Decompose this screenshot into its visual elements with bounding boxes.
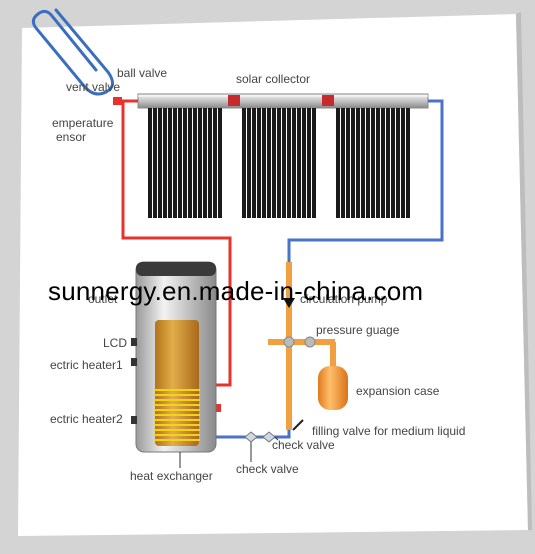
manifold-joint-1	[228, 95, 240, 106]
collector-tubes-2	[242, 108, 316, 218]
pressure-gauge-left	[283, 336, 295, 348]
lcd-label: LCD	[103, 336, 128, 350]
heater1-connector	[131, 358, 137, 366]
electric-heater2-label: ectric heater2	[50, 412, 123, 426]
lcd-connector	[131, 338, 137, 346]
filling-valve-label: filling valve for medium liquid	[312, 424, 466, 438]
collector-tubes-1	[148, 108, 222, 218]
heat-exchanger-coil	[154, 389, 200, 441]
paper-shadow	[516, 12, 532, 530]
pressure-guage-label: pressure guage	[316, 323, 400, 337]
expansion-case	[318, 366, 348, 410]
leader-lines	[179, 436, 279, 468]
vent-valve-marker	[113, 97, 122, 105]
cold-pipe	[215, 99, 444, 439]
hot-pipe	[121, 99, 232, 387]
circulation-pump-valve	[283, 298, 295, 308]
check-valve-1	[244, 431, 258, 443]
expansion-case-label: expansion case	[356, 384, 440, 398]
watermark-text: sunnergy.en.made-in-china.com	[48, 276, 424, 306]
filling-valve	[292, 419, 304, 431]
check-valve-label-right: check valve	[272, 438, 335, 452]
circulation-pump-label: circulation pump	[300, 292, 388, 306]
heat-exchanger-label: heat exchanger	[130, 469, 213, 483]
tank-top-cap	[136, 262, 216, 276]
manifold-joint-2	[322, 95, 334, 106]
outlet-label: outlet	[88, 292, 118, 306]
heat-exchanger-inlet	[213, 404, 221, 412]
ball-valve-label: ball valve	[117, 66, 168, 80]
collector-tubes-3	[336, 108, 410, 218]
temperature-sensor-label-line1: emperature	[52, 116, 114, 130]
pressure-gauge-right	[304, 336, 316, 348]
electric-heater1-label: ectric heater1	[50, 358, 123, 372]
paper-clip-icon	[31, 8, 114, 96]
temperature-sensor-label-line2: ensor	[56, 130, 87, 144]
solar-collector-label: solar collector	[236, 72, 311, 86]
heater2-connector	[131, 416, 137, 424]
tank-inner	[155, 320, 199, 446]
vent-valve-label: vent valve	[66, 80, 121, 94]
check-valve-label-bottom: check valve	[236, 462, 299, 476]
